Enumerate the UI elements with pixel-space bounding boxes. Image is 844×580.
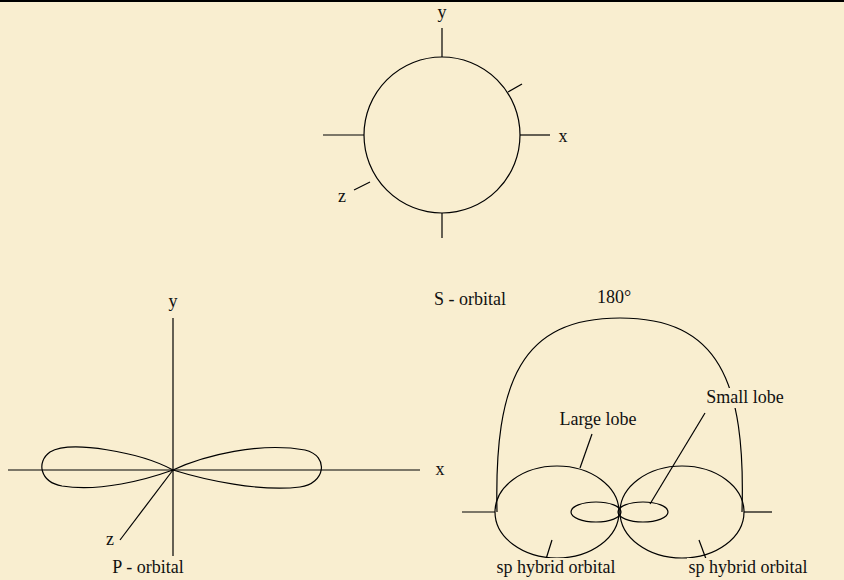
axis-label: z <box>104 530 116 550</box>
axis-tick <box>520 134 550 135</box>
axis-tick <box>323 134 364 135</box>
leader-line <box>650 413 705 504</box>
axis-label: x <box>557 127 570 147</box>
orbital-label: sp hybrid orbital <box>687 558 810 578</box>
lobe-label: Small lobe <box>704 388 786 408</box>
leader-line <box>580 434 592 468</box>
axis-label: y <box>167 292 180 312</box>
leader-line <box>546 540 552 559</box>
orbital-label: sp hybrid orbital <box>495 558 618 578</box>
y-axis <box>172 318 173 556</box>
x-axis <box>8 469 420 470</box>
leader-line <box>699 540 706 559</box>
axis-tick <box>508 84 522 92</box>
axis-tick <box>441 28 442 57</box>
axis-label: z <box>336 187 348 207</box>
small-lobe <box>618 502 668 522</box>
axis-tick <box>354 182 370 190</box>
angle-label: 180° <box>595 288 633 308</box>
small-lobe <box>571 502 621 522</box>
orbital-caption: P - orbital <box>110 558 185 578</box>
z-axis <box>120 470 173 540</box>
large-lobe <box>620 466 744 558</box>
orbital-caption: S - orbital <box>432 290 508 310</box>
top-rule <box>0 0 844 2</box>
angle-arc <box>497 318 743 512</box>
large-lobe <box>495 466 619 558</box>
s-orbital-circle <box>364 57 520 213</box>
axis-label: y <box>436 3 449 23</box>
lobe-label: Large lobe <box>557 410 638 430</box>
p-orbital-lobes <box>42 447 322 488</box>
axis-label: x <box>434 460 447 480</box>
axis-tick <box>462 511 495 512</box>
axis-tick <box>441 213 442 238</box>
axis-tick <box>744 511 772 512</box>
